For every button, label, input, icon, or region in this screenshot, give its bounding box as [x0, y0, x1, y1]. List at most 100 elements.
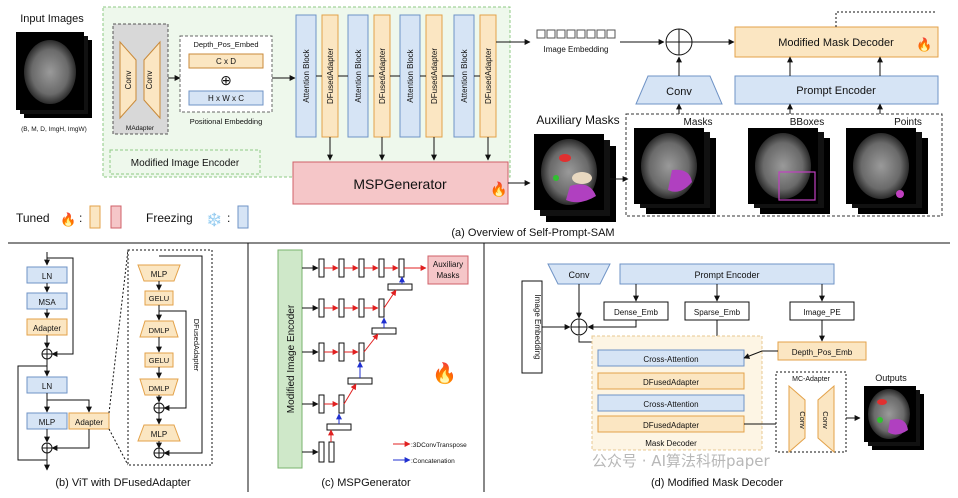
- mspgen-rows: [302, 258, 427, 463]
- legend-blue-label: :Concatenation: [411, 458, 455, 465]
- mlp-top-box: [137, 264, 181, 282]
- mc-conv2-label: Conv: [821, 411, 830, 429]
- depth-pos-embed-label: Depth_Pos_Embed: [193, 40, 258, 49]
- cross-attention2-label: Cross-Attention: [643, 400, 698, 409]
- adapter2-label: Adapter: [75, 418, 103, 427]
- bboxes-stack: [748, 128, 830, 214]
- plus-icon: ⊕: [220, 72, 232, 88]
- dfusedadapter-4-label: DFusedAdapter: [484, 48, 493, 104]
- attention-block-2-label: Attention Block: [354, 48, 363, 102]
- tuned-swatch-pink: [110, 205, 122, 229]
- brain-scan-icon: [24, 40, 76, 104]
- modified-image-encoder-label: Modified Image Encoder: [131, 158, 240, 169]
- ln1-label: LN: [42, 272, 52, 281]
- madapter-conv2-label: Conv: [145, 71, 154, 90]
- tuned-swatch-orange: [89, 205, 101, 229]
- mlp-top-label: MLP: [151, 270, 167, 279]
- fire-icon: 🔥: [432, 361, 457, 385]
- prompt-encoder-box: [734, 75, 939, 105]
- fire-icon: 🔥: [490, 181, 507, 198]
- dmlp2-label: DMLP: [149, 384, 170, 393]
- aux-masks-label-line1: Auxiliary: [433, 260, 463, 269]
- conv-label: Conv: [666, 86, 692, 98]
- dfusedadapter-3-label: DFusedAdapter: [430, 48, 439, 104]
- tuned-colon: :: [79, 211, 82, 225]
- madapter-label: MAdapter: [126, 125, 155, 132]
- ln2-label: LN: [42, 382, 52, 391]
- positional-embedding-label: Positional Embedding: [190, 117, 263, 126]
- madapter-conv-right: [143, 40, 161, 120]
- dfusedadapter-2-label: DFusedAdapter: [378, 48, 387, 104]
- attention-block-4-label: Attention Block: [460, 48, 469, 102]
- gelu1-label: GELU: [149, 294, 169, 303]
- attention-block-1-label: Attention Block: [302, 48, 311, 102]
- mspgenerator-box: [292, 161, 509, 205]
- dmlp2-box: [139, 378, 179, 396]
- dfused1-label: DFusedAdapter: [643, 378, 699, 387]
- panel-a-caption: (a) Overview of Self-Prompt-SAM: [451, 227, 614, 239]
- aux-masks-label-line2: Masks: [436, 271, 459, 280]
- mc-conv-right: [817, 384, 835, 454]
- fire-icon: 🔥: [916, 37, 932, 52]
- conv-box: [635, 75, 723, 105]
- hwc-box: [188, 90, 264, 106]
- image-embedding-label: Image Embedding: [544, 45, 609, 54]
- mlp-bot-box: [137, 424, 181, 442]
- encoder-bar: [277, 249, 303, 469]
- image-embedding-tokens: [536, 29, 616, 39]
- tuned-label: Tuned: [16, 211, 50, 225]
- panel-b: LN MSA Adapter LN MLP Adapter MLP: [17, 249, 213, 489]
- mc-adapter-label: MC-Adapter: [792, 376, 830, 383]
- panel-c-caption: (c) MSPGenerator: [321, 477, 411, 489]
- panel-c: Modified Image Encoder: [277, 249, 469, 489]
- dfused2-label: DFusedAdapter: [643, 421, 699, 430]
- points-stack: [846, 128, 928, 214]
- cxd-label: C x D: [216, 57, 236, 66]
- adapter1-label: Adapter: [33, 324, 61, 333]
- hwc-label: H x W x C: [208, 94, 244, 103]
- image-embedding-label-d: Image Embedding: [533, 295, 542, 360]
- outputs-label: Outputs: [875, 373, 907, 383]
- auxiliary-masks-stack: [534, 134, 616, 222]
- sparse-emb-label: Sparse_Emb: [694, 308, 741, 317]
- attention-block-3-label: Attention Block: [406, 48, 415, 102]
- mlp-bot-label: MLP: [151, 430, 167, 439]
- cxd-box: [188, 53, 264, 69]
- encoder-blocks: Attention Block DFusedAdapter Attention …: [295, 14, 497, 138]
- legend-red-label: :3DConvTranspose: [411, 442, 467, 449]
- input-images-stack: [16, 32, 92, 118]
- input-images-label: Input Images: [20, 13, 84, 25]
- dfused1-box: [597, 372, 745, 390]
- conv-label-d: Conv: [568, 270, 590, 280]
- mc-adapter-box: [775, 371, 847, 453]
- mspgenerator-label: MSPGenerator: [353, 176, 447, 192]
- mask-decoder-label: Mask Decoder: [645, 439, 697, 448]
- input-shape-label: (B, M, D, ImgH, ImgW): [21, 126, 87, 133]
- freezing-swatch-blue: [237, 205, 249, 229]
- bboxes-label: BBoxes: [790, 117, 824, 128]
- dmlp1-box: [139, 320, 179, 338]
- cross-attention1-label: Cross-Attention: [643, 355, 698, 364]
- dense-emb-label: Dense_Emb: [614, 308, 659, 317]
- cross-attention2-box: [597, 394, 745, 412]
- panel-a: Input Images (B, M, D, ImgH, ImgW) Modif…: [16, 6, 943, 239]
- modified-mask-decoder-label: Modified Mask Decoder: [778, 37, 894, 49]
- madapter-conv-left: [119, 40, 137, 120]
- gelu2-label: GELU: [149, 356, 169, 365]
- encoder-bar-label: Modified Image Encoder: [286, 304, 297, 413]
- dfusedadapter-1-label: DFusedAdapter: [326, 48, 335, 104]
- mc-conv1-label: Conv: [798, 411, 807, 429]
- image-pe-label: Image_PE: [803, 308, 840, 317]
- watermark-text: 公众号 · AI算法科研paper: [592, 452, 770, 470]
- conv-box-d: [547, 263, 611, 285]
- snowflake-icon: ❄️: [206, 212, 222, 227]
- prompt-encoder-label-d: Prompt Encoder: [694, 270, 759, 280]
- aux-masks-box: [427, 255, 469, 285]
- msa-label: MSA: [38, 298, 56, 307]
- mlp-label: MLP: [39, 418, 55, 427]
- madapter-conv1-label: Conv: [124, 71, 133, 90]
- dfusedadapter-vertical-label: DFusedAdapter: [192, 319, 201, 372]
- panel-d: Conv Prompt Encoder Image Embedding Dens…: [521, 263, 924, 489]
- masks-label: Masks: [684, 117, 713, 128]
